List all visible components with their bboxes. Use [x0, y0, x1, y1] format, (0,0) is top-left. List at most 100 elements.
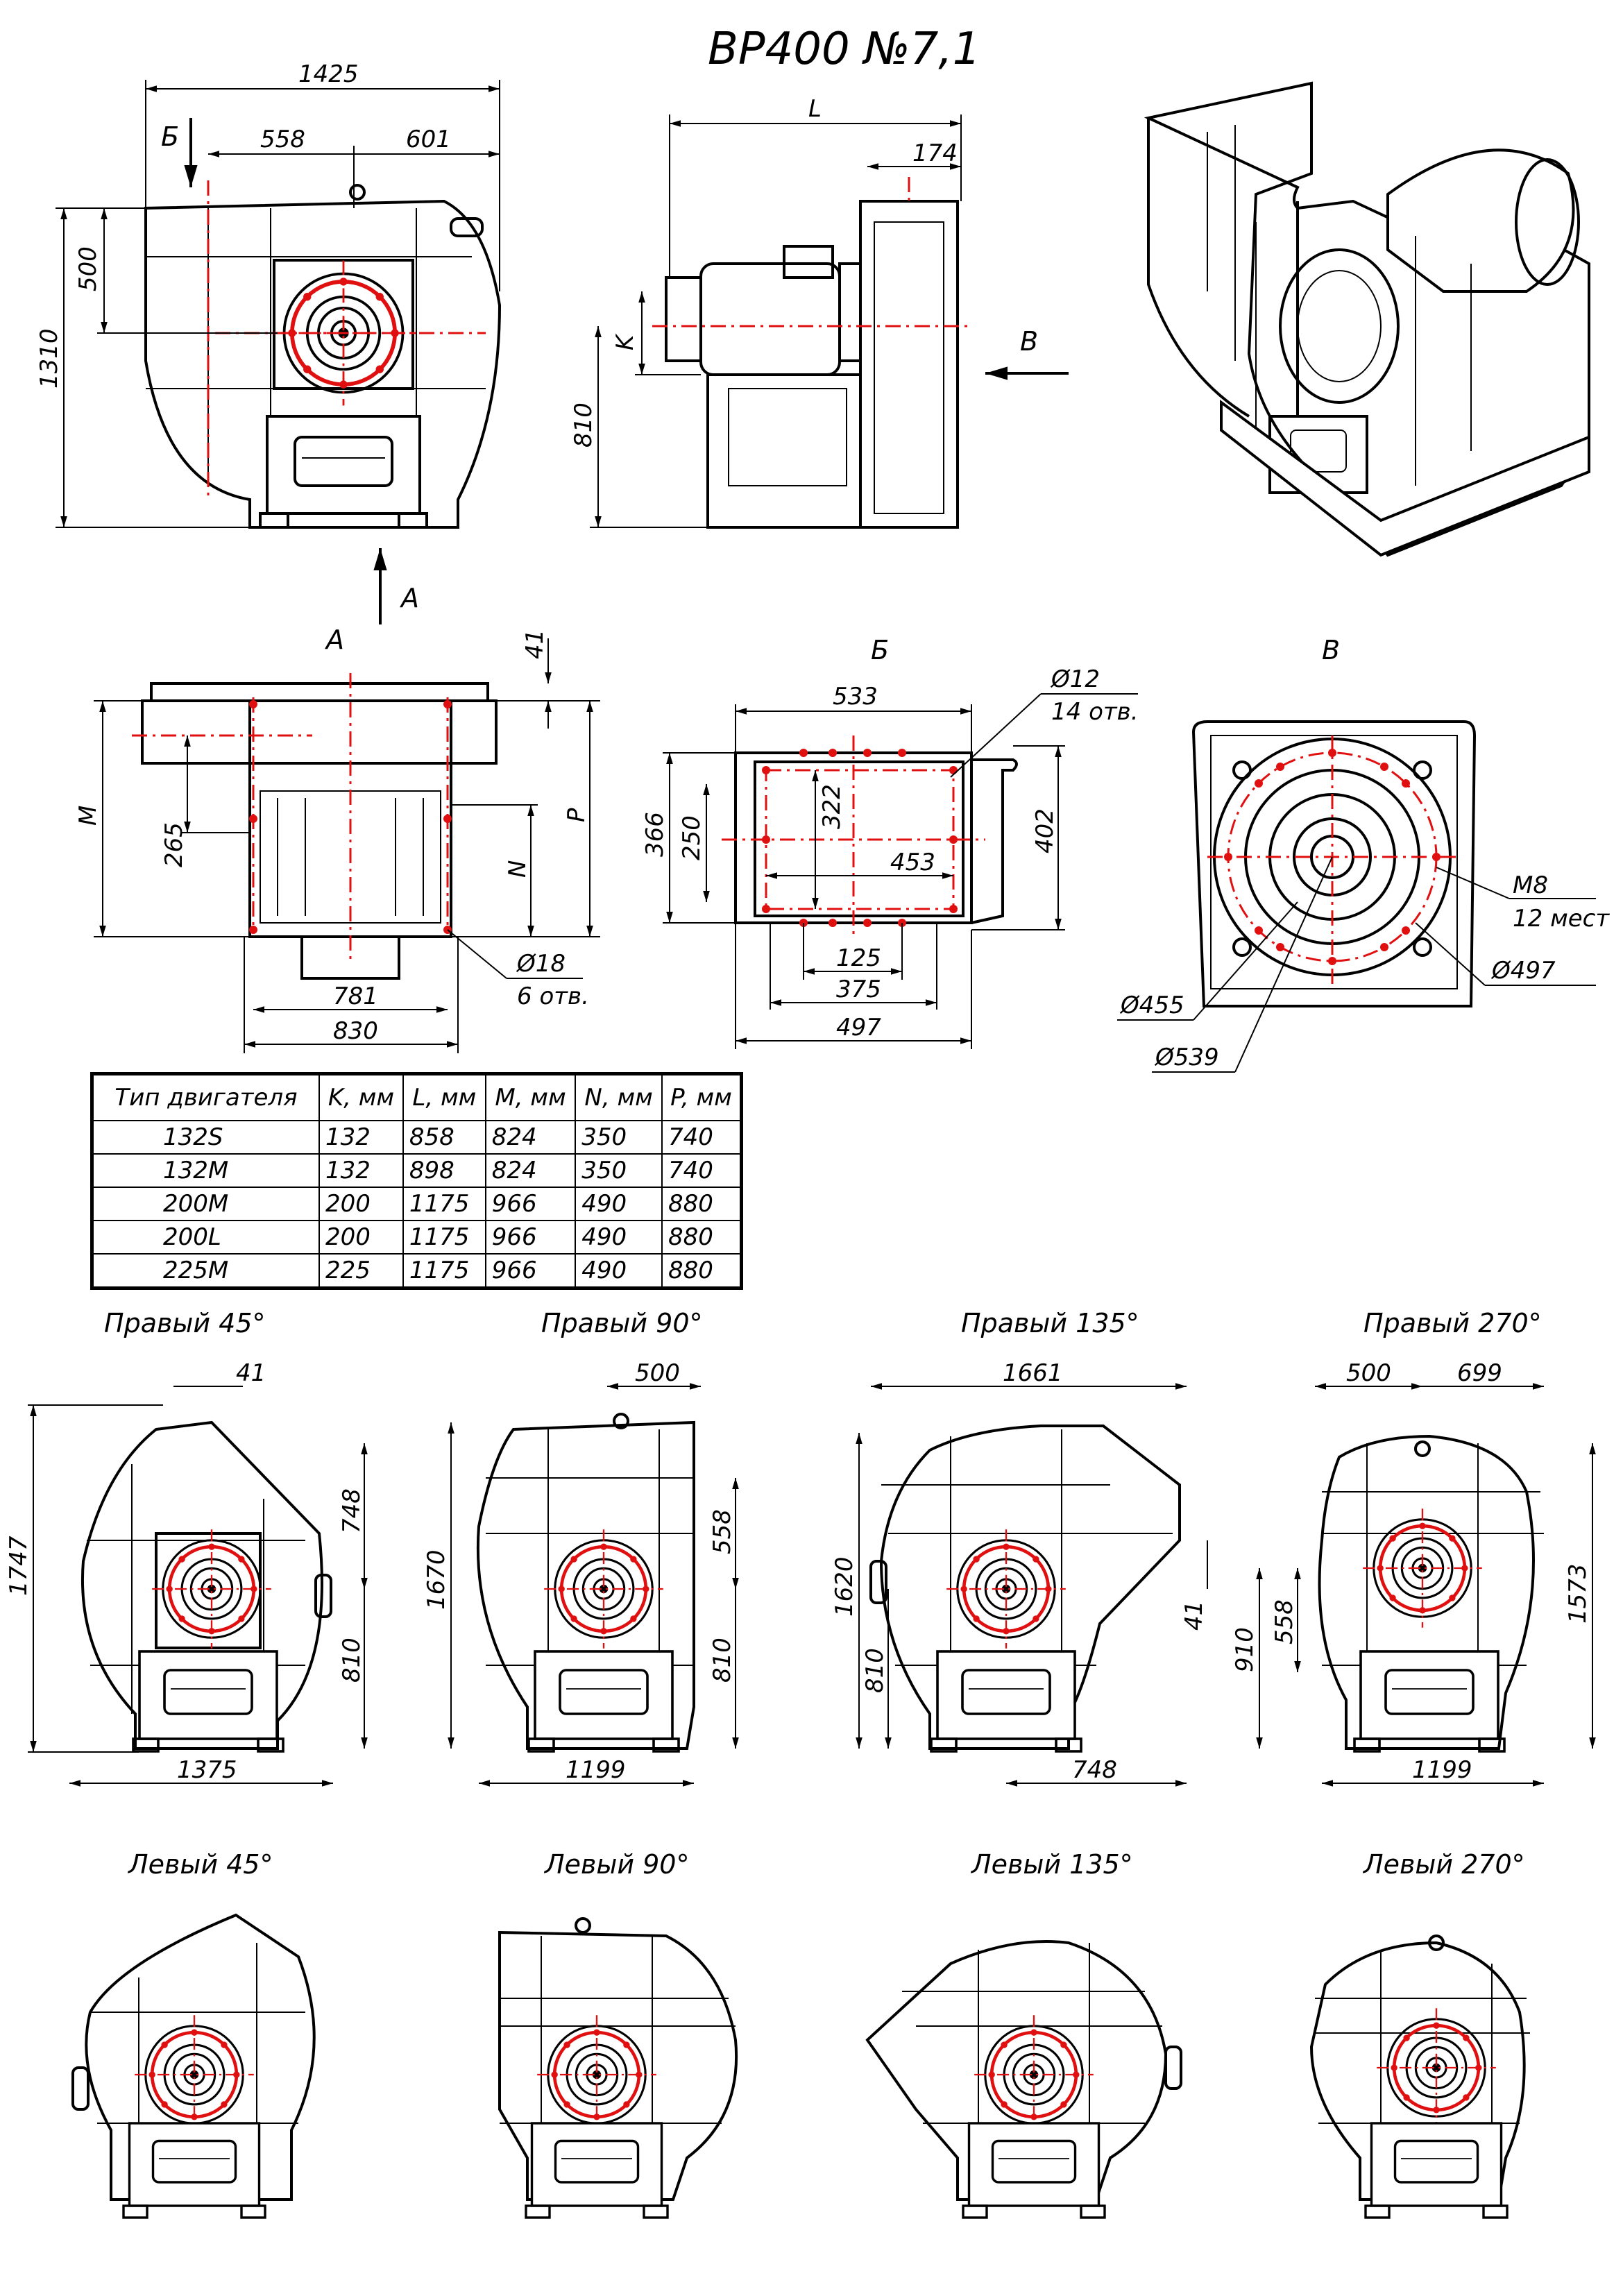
view-title-r270: Правый 270°	[1363, 1308, 1542, 1338]
dim-r45-748: 748	[338, 1488, 366, 1533]
thread-size: M8	[1513, 871, 1548, 899]
table-cell: 898	[402, 1153, 486, 1188]
dim-r135-1620: 1620	[831, 1556, 858, 1617]
view-title-l45: Левый 45°	[127, 1849, 273, 1880]
dim-366: 366	[641, 812, 669, 857]
table-cell: 200	[318, 1220, 404, 1255]
dim-r90-500: 500	[635, 1359, 680, 1387]
thread-count: 12 мест	[1513, 905, 1610, 933]
dia-497: Ø497	[1490, 957, 1556, 985]
view-left-270	[1309, 1934, 1530, 2219]
dim-1310: 1310	[35, 328, 63, 389]
front-view	[144, 180, 502, 529]
dim-r270-1199: 1199	[1412, 1756, 1472, 1784]
table-cell: 200	[318, 1187, 404, 1221]
table-cell: 490	[575, 1220, 663, 1255]
section-a-label: А	[324, 624, 344, 655]
table-cell: 740	[661, 1120, 742, 1155]
dim-558: 558	[260, 126, 305, 153]
dim-500: 500	[74, 246, 102, 291]
side-view	[652, 200, 971, 529]
table-cell: 966	[484, 1220, 577, 1255]
drawing-title: ВР400 №7,1	[708, 24, 980, 75]
dim-781: 781	[333, 983, 378, 1010]
dim-r90-810: 810	[708, 1638, 736, 1683]
table-cell: 132	[318, 1120, 404, 1155]
dim-533: 533	[833, 683, 878, 711]
dim-r135-810: 810	[861, 1648, 889, 1693]
dim-r270-1573: 1573	[1564, 1563, 1592, 1624]
table-cell: 200M	[92, 1187, 320, 1221]
dim-601: 601	[406, 126, 451, 153]
isometric-view	[1144, 81, 1590, 557]
dim-N: N	[504, 860, 532, 878]
dim-1425: 1425	[298, 60, 359, 88]
view-right-90	[476, 1413, 695, 1753]
col-m: M, мм	[484, 1074, 577, 1121]
table-cell: 225M	[92, 1253, 320, 1288]
table-cell: 858	[402, 1120, 486, 1155]
table-cell: 490	[575, 1253, 663, 1288]
dim-322: 322	[818, 784, 846, 829]
dim-L: L	[808, 95, 822, 123]
view-right-135	[869, 1425, 1181, 1753]
table-cell: 225	[318, 1253, 404, 1288]
dim-402: 402	[1031, 808, 1059, 853]
section-v-label: В	[1322, 635, 1340, 665]
table-cell: 350	[575, 1153, 663, 1188]
col-n: N, мм	[575, 1074, 663, 1121]
dim-830: 830	[333, 1017, 378, 1045]
col-l: L, мм	[402, 1074, 486, 1121]
table-cell: 200L	[92, 1220, 320, 1255]
dim-r270-558: 558	[1271, 1599, 1298, 1644]
table-cell: 132M	[92, 1153, 320, 1188]
dim-r135-1661: 1661	[1003, 1359, 1063, 1387]
dim-250: 250	[678, 815, 706, 860]
dim-r135-41: 41	[1180, 1601, 1208, 1631]
view-left-45	[71, 1913, 316, 2219]
dim-M: M	[74, 806, 102, 826]
section-a-view	[132, 673, 498, 980]
table-cell: 490	[575, 1187, 663, 1221]
table-cell: 740	[661, 1153, 742, 1188]
view-left-135	[865, 1940, 1182, 2219]
hole-count-b: 14 отв.	[1051, 698, 1139, 726]
table-cell: 1175	[402, 1220, 486, 1255]
dim-r270-500: 500	[1346, 1359, 1391, 1387]
view-title-l90: Левый 90°	[543, 1849, 689, 1880]
dim-375: 375	[836, 976, 881, 1003]
dim-r45-41: 41	[236, 1359, 266, 1387]
dim-174: 174	[912, 139, 958, 167]
hole-count-a: 6 отв.	[517, 983, 589, 1010]
dim-r45-810: 810	[338, 1638, 366, 1683]
col-k: K, мм	[318, 1074, 404, 1121]
table-cell: 1175	[402, 1253, 486, 1288]
dim-P: P	[563, 808, 590, 822]
motor-table: Тип двигателя K, мм L, мм M, мм N, мм P,…	[90, 1072, 743, 1290]
view-title-l135: Левый 135°	[970, 1849, 1133, 1880]
table-cell: 966	[484, 1253, 577, 1288]
dia-539: Ø539	[1154, 1044, 1219, 1071]
dim-r270-699: 699	[1457, 1359, 1502, 1387]
arrow-b-label: Б	[161, 121, 179, 152]
dim-K: K	[611, 333, 639, 350]
hole-dia-a: Ø18	[516, 950, 566, 978]
dim-810-side: 810	[570, 402, 597, 448]
dim-r45-1747: 1747	[5, 1536, 33, 1596]
table-cell: 880	[661, 1220, 742, 1255]
table-cell: 824	[484, 1153, 577, 1188]
dim-r90-558: 558	[708, 1509, 736, 1554]
dim-r270-910: 910	[1231, 1627, 1259, 1672]
table-cell: 966	[484, 1187, 577, 1221]
dim-r90-1199: 1199	[566, 1756, 626, 1784]
table-cell: 880	[661, 1253, 742, 1288]
section-v-view	[1191, 720, 1477, 1007]
table-cell: 350	[575, 1120, 663, 1155]
dim-r90-1670: 1670	[423, 1549, 450, 1610]
